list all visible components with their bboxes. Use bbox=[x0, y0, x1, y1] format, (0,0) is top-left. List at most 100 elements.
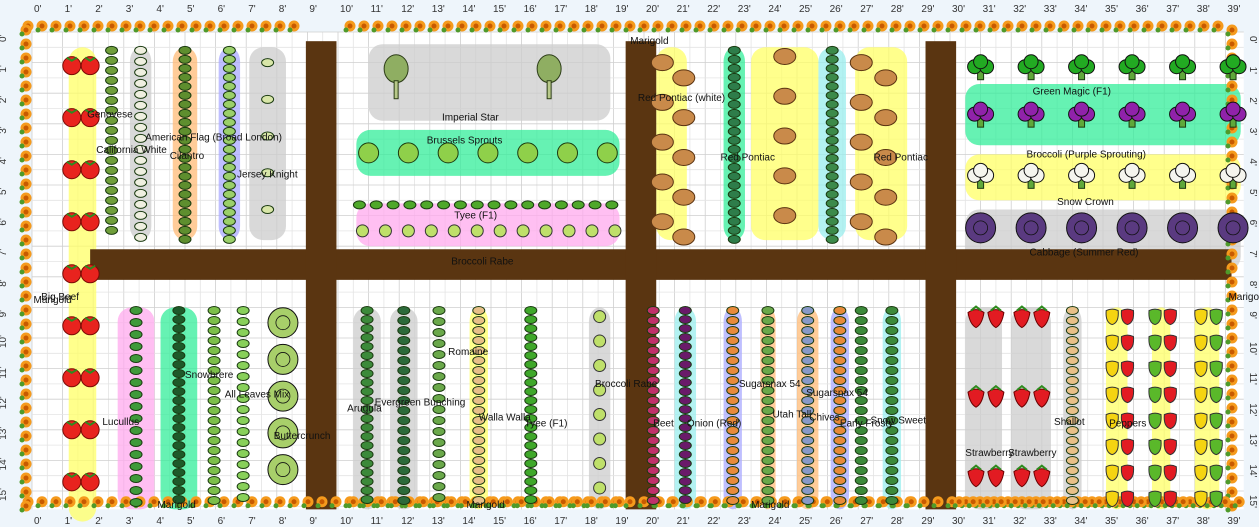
marigold-icon bbox=[1225, 416, 1238, 429]
leaf-icon bbox=[472, 365, 486, 375]
leaf-icon bbox=[222, 234, 236, 244]
leaf-icon bbox=[833, 495, 847, 505]
plant-label: Buttercrunch bbox=[274, 431, 331, 442]
marigold-icon bbox=[175, 20, 188, 33]
ruler-label: 16' bbox=[524, 4, 537, 15]
leaf-icon bbox=[825, 135, 839, 145]
brussels-sprout-icon bbox=[596, 142, 618, 164]
leaf-icon bbox=[207, 405, 221, 415]
ruler-label: 34' bbox=[1074, 516, 1087, 527]
ruler-label: 13' bbox=[432, 516, 445, 527]
marigold-icon bbox=[1001, 20, 1014, 33]
leaf-icon bbox=[1065, 305, 1079, 315]
broccoli-icon bbox=[1169, 162, 1197, 189]
pepper-icon bbox=[1120, 360, 1135, 378]
leaf-icon bbox=[236, 360, 250, 370]
leaf-icon bbox=[761, 325, 775, 335]
tomato-icon bbox=[62, 56, 82, 76]
leaf-icon bbox=[678, 467, 692, 477]
leaf-icon bbox=[134, 67, 148, 77]
leaf-icon bbox=[833, 355, 847, 365]
leaf-icon bbox=[236, 404, 250, 414]
leaf-icon bbox=[524, 305, 538, 315]
pepper-icon bbox=[1120, 464, 1135, 482]
leaf-icon bbox=[885, 375, 899, 385]
cabbage-icon bbox=[267, 307, 299, 339]
marigold-icon bbox=[750, 496, 763, 509]
leaf-icon bbox=[172, 350, 186, 360]
leaf-icon bbox=[825, 81, 839, 91]
leaf-icon bbox=[727, 162, 741, 172]
leaf-icon bbox=[678, 314, 692, 324]
ruler-label: 0' bbox=[34, 4, 42, 15]
leaf-icon bbox=[854, 305, 868, 315]
leaf-icon bbox=[397, 435, 411, 445]
ruler-label: 10' bbox=[1247, 342, 1258, 355]
marigold-icon bbox=[1225, 444, 1238, 457]
leaf-icon bbox=[854, 405, 868, 415]
leaf-icon bbox=[761, 435, 775, 445]
pepper-icon bbox=[1163, 412, 1177, 430]
ruler-label: 11' bbox=[1247, 373, 1258, 385]
leaf-icon bbox=[646, 445, 660, 455]
pepper-icon bbox=[1105, 386, 1119, 404]
ruler-label: 2' bbox=[0, 96, 9, 104]
strawberry-icon bbox=[987, 464, 1005, 488]
ruler-label: 29' bbox=[921, 4, 934, 15]
leaf-icon bbox=[222, 225, 236, 235]
leaf-icon bbox=[236, 371, 250, 381]
leaf-icon bbox=[726, 385, 740, 395]
leaf-icon bbox=[134, 221, 148, 231]
leaf-icon bbox=[105, 115, 119, 125]
ruler-label: 37' bbox=[1166, 516, 1179, 527]
leaf-icon bbox=[761, 495, 775, 505]
leaf-icon bbox=[885, 445, 899, 455]
leaf-icon bbox=[432, 360, 446, 370]
ruler-label: 14' bbox=[462, 4, 475, 15]
leaf-icon bbox=[360, 422, 374, 432]
pepper-icon bbox=[1194, 360, 1208, 378]
marigold-icon bbox=[91, 496, 104, 509]
garden-paths bbox=[90, 41, 1232, 510]
leaf-icon bbox=[726, 425, 740, 435]
leaf-icon bbox=[825, 180, 839, 190]
leaf-icon bbox=[885, 325, 899, 335]
ruler-label: 14' bbox=[1247, 464, 1258, 477]
leaf-icon bbox=[854, 435, 868, 445]
leaf-icon bbox=[1065, 445, 1079, 455]
marigold-icon bbox=[1225, 318, 1238, 331]
bed-highlight bbox=[1011, 307, 1051, 510]
marigold-icon bbox=[147, 20, 160, 33]
ruler-label: 21' bbox=[677, 516, 690, 527]
ruler-label: 10' bbox=[340, 4, 353, 15]
leaf-icon bbox=[761, 405, 775, 415]
leaf-icon bbox=[1065, 485, 1079, 495]
leaf-icon bbox=[397, 355, 411, 365]
strawberry-icon bbox=[967, 384, 985, 408]
plant-label: Marigold bbox=[467, 500, 505, 511]
potato-icon bbox=[773, 47, 797, 65]
ruler-label: 6' bbox=[218, 516, 226, 527]
potato-icon bbox=[874, 109, 898, 127]
marigold-icon bbox=[35, 20, 48, 33]
leaf-icon bbox=[397, 475, 411, 485]
leaf-icon bbox=[105, 175, 119, 185]
marigold-icon bbox=[889, 20, 902, 33]
leaf-icon bbox=[172, 413, 186, 423]
ruler-label: 28' bbox=[891, 4, 904, 15]
ruler-label: 9' bbox=[0, 310, 9, 318]
plant-label: Snow Sweet bbox=[870, 416, 926, 427]
plant-label: Big Beef bbox=[41, 292, 79, 303]
leaf-icon bbox=[825, 171, 839, 181]
ruler-label: 27' bbox=[860, 516, 873, 527]
leaf-icon bbox=[885, 355, 899, 365]
marigold-icon bbox=[49, 20, 62, 33]
broccoli-icon bbox=[1219, 54, 1247, 81]
seedling-icon bbox=[378, 224, 392, 238]
tomato-icon bbox=[80, 368, 100, 388]
ruler-label: 29' bbox=[921, 516, 934, 527]
leaf-icon bbox=[1065, 325, 1079, 335]
broccoli-icon bbox=[967, 101, 995, 128]
leaf-icon bbox=[178, 135, 192, 145]
leaf-icon bbox=[129, 461, 143, 471]
